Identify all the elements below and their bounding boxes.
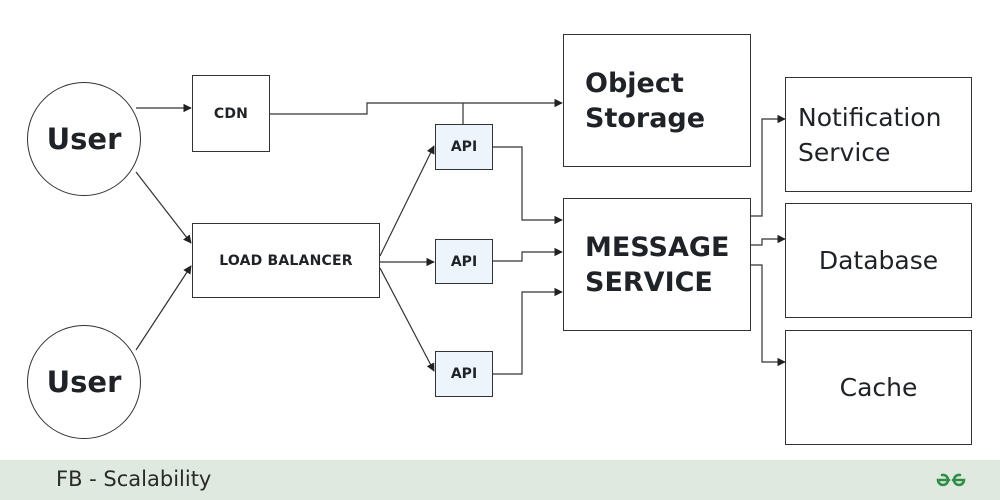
arrow-api-3-to-message-service — [493, 287, 563, 375]
load-balancer-node: LOAD BALANCER — [192, 223, 380, 298]
database-node: Database — [785, 203, 972, 318]
connector-lines — [135, 98, 786, 375]
arrow-ms-to-database — [751, 234, 786, 246]
footer-bar: FB - Scalability — [0, 460, 1000, 500]
database-label: Database — [818, 246, 939, 275]
api-node-2: API — [435, 239, 493, 284]
api-label: API — [450, 366, 478, 382]
arrow-cdn-to-object-storage — [270, 98, 563, 115]
arrow-ms-to-notification — [751, 114, 786, 217]
arrow-user-to-load-balancer — [135, 171, 192, 244]
user-label: User — [46, 365, 122, 399]
cache-label: Cache — [839, 373, 918, 402]
api-node-3: API — [435, 351, 493, 397]
load-balancer-label: LOAD BALANCER — [219, 252, 353, 269]
arrow-api-2-to-message-service — [493, 247, 563, 262]
user-label: User — [46, 122, 122, 156]
arrow-lb-to-api-3 — [379, 267, 435, 372]
arrow-user2-to-load-balancer — [135, 265, 192, 351]
api-node-1: API — [435, 124, 493, 170]
api-label: API — [450, 253, 478, 270]
cache-node: Cache — [785, 330, 972, 445]
cdn-node: CDN — [192, 75, 270, 152]
user-node-top: User — [27, 82, 141, 196]
api-label: API — [450, 139, 478, 155]
footer-title: FB - Scalability — [56, 467, 212, 491]
cdn-label: CDN — [213, 105, 249, 122]
arrow-ms-to-cache — [751, 264, 786, 367]
gfg-logo-icon — [936, 473, 966, 487]
user-node-bottom: User — [27, 325, 141, 439]
architecture-diagram: User User CDN LOAD BALANCER API API API … — [27, 34, 972, 445]
arrow-lb-to-api-1 — [379, 145, 435, 257]
arrow-api-1-to-message-service — [493, 146, 563, 225]
